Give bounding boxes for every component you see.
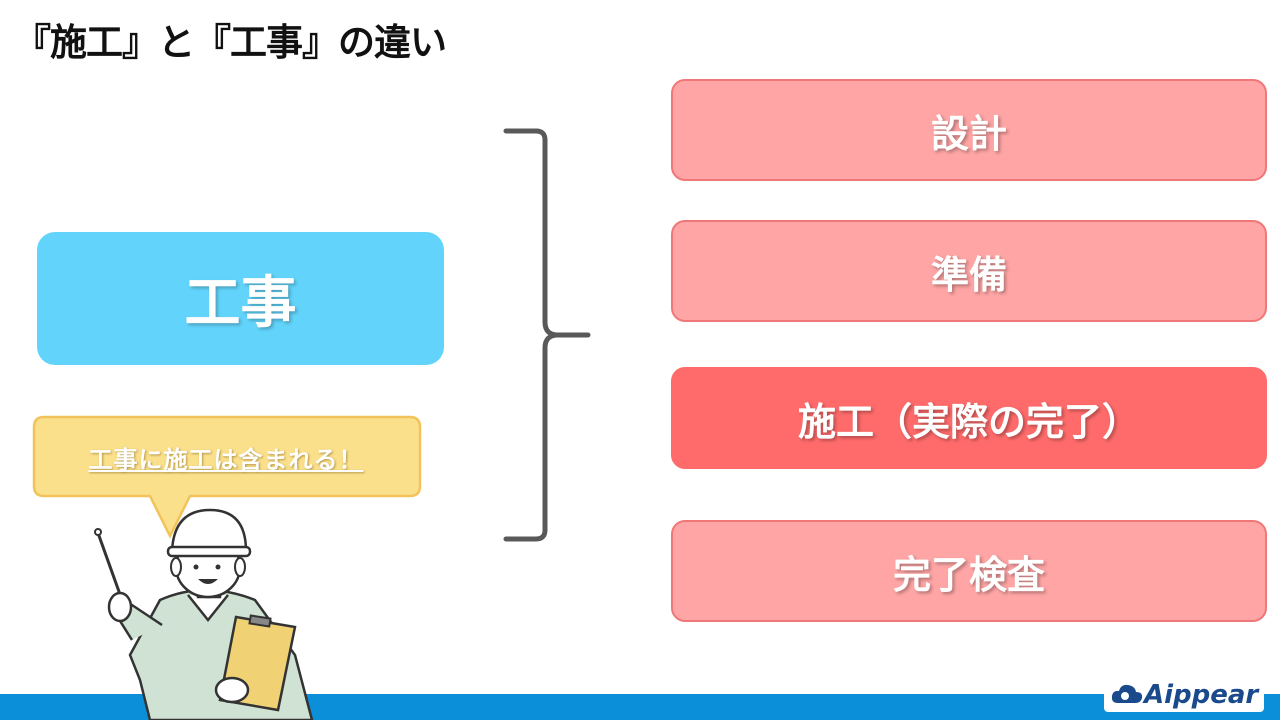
speech-bubble-text: 工事に施工は含まれる！ (88, 445, 364, 474)
brand-logo: Aippear (1104, 678, 1265, 712)
brand-logo-text: Aippear (1144, 680, 1259, 710)
construction-label: 工事 (184, 271, 297, 336)
step-design: 設計 (671, 79, 1267, 181)
speech-bubble (32, 415, 422, 539)
curly-brace (503, 128, 591, 542)
slide-title: 『施工』と『工事』の違い (14, 21, 447, 64)
step-inspection: 完了検査 (671, 520, 1267, 622)
cloud-icon (1111, 684, 1143, 703)
step-label: 施工（実際の完了） (797, 399, 1140, 444)
step-preparation: 準備 (671, 220, 1267, 322)
speech-bubble-text-wrap: 工事に施工は含まれる！ (33, 418, 419, 496)
step-label: 設計 (930, 111, 1007, 156)
worker-illustration (94, 508, 314, 720)
step-construction: 施工（実際の完了） (671, 367, 1267, 469)
construction-box: 工事 (37, 232, 444, 365)
step-label: 準備 (930, 252, 1007, 297)
step-label: 完了検査 (892, 552, 1045, 597)
